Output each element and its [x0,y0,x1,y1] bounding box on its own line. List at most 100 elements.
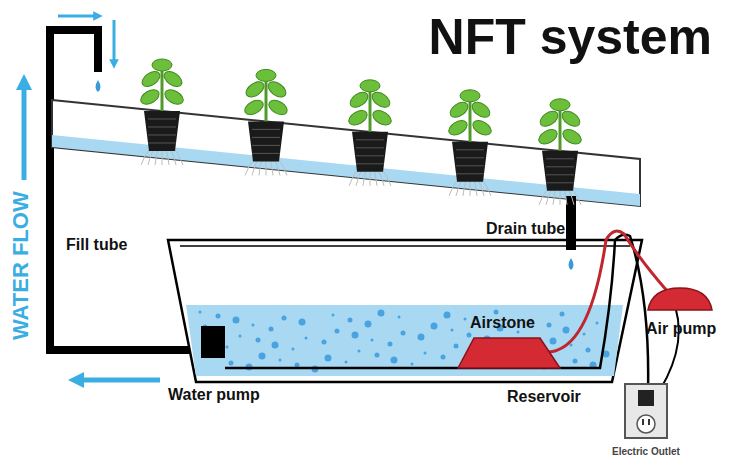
bubble [431,323,438,330]
bubble [352,332,359,339]
pot-mesh [356,139,384,140]
nutrient-film [52,135,640,206]
leaf [537,108,560,129]
bubble [345,361,348,364]
flow-label: WATER FLOW [8,191,34,340]
bubble [335,329,340,334]
leaf [347,89,370,110]
bubble [252,324,255,327]
part-label: Water pump [168,386,260,404]
pot-mesh [356,163,384,164]
net-pot [542,151,578,191]
bubble [411,363,414,366]
pot-mesh [456,165,484,166]
flow-arrow [113,20,116,64]
pot-mesh [546,158,574,159]
bubble [464,318,467,321]
bubble [596,322,599,325]
bubble [282,316,287,321]
pot-mesh [252,153,280,154]
bubble [348,318,353,323]
reservoir-rim [180,245,630,247]
pot-mesh [252,145,280,146]
bubbles [199,310,610,373]
leaf [469,99,492,120]
pot-mesh [456,157,484,158]
title: NFT system [429,8,712,66]
stem [265,81,268,121]
bubble [239,335,242,338]
bubble [560,312,565,317]
bubble [216,314,221,319]
leaf [162,87,185,107]
leaf [560,127,583,147]
leaf [360,80,380,92]
leaf [346,108,369,128]
net-pot [248,121,284,161]
pot-mesh [456,173,484,174]
leaf [138,87,161,107]
part-label: Air pump [646,320,716,338]
drain-tube [566,196,576,250]
bubble [233,317,240,324]
leaf [242,97,265,117]
electric-outlet [625,384,667,438]
bubble [424,352,427,355]
pot-mesh [252,137,280,138]
bubble [325,355,332,362]
leaf [161,68,184,89]
part-label: Airstone [470,314,535,332]
bubble [305,337,308,340]
net-pot [452,142,488,182]
bubble [299,319,306,326]
power-cord [225,235,648,390]
flow-arrow [76,378,160,383]
leaf [370,108,393,128]
stem [559,111,562,151]
bubble [391,357,398,364]
leaf [470,118,493,138]
stem [369,92,372,132]
bubble [378,310,385,317]
pot-mesh [356,155,384,156]
stem [469,102,472,142]
bubble [272,342,279,349]
leaf [446,118,469,138]
pot-mesh [148,119,176,120]
socket-slot [642,419,644,425]
bubble [388,342,393,347]
bubble [550,338,557,345]
net-pot [352,132,388,172]
water-pump [201,326,225,358]
bubble [371,339,374,342]
bubble [358,350,361,353]
bubble [441,355,446,360]
plant [536,99,583,205]
pot-mesh [252,129,280,130]
plants [138,59,583,205]
bubble [563,327,570,334]
water-drop [569,258,574,270]
bubble [454,344,459,349]
bubble [279,359,282,362]
bubble [573,359,578,364]
plant [346,80,393,186]
leaf [447,99,470,120]
bubble [375,353,380,358]
pot-mesh [546,166,574,167]
bubble [398,316,401,319]
pot-mesh [356,147,384,148]
bubble [292,348,295,351]
bubble [444,312,451,319]
leaf [152,59,172,71]
airstone [458,338,560,368]
bubble [226,346,229,349]
leaf [550,99,570,111]
plant [138,59,185,165]
part-label: Drain tube [486,220,565,238]
power-cord [660,298,679,390]
leaf [266,97,289,117]
leaf [139,68,162,89]
leaf [265,79,288,100]
